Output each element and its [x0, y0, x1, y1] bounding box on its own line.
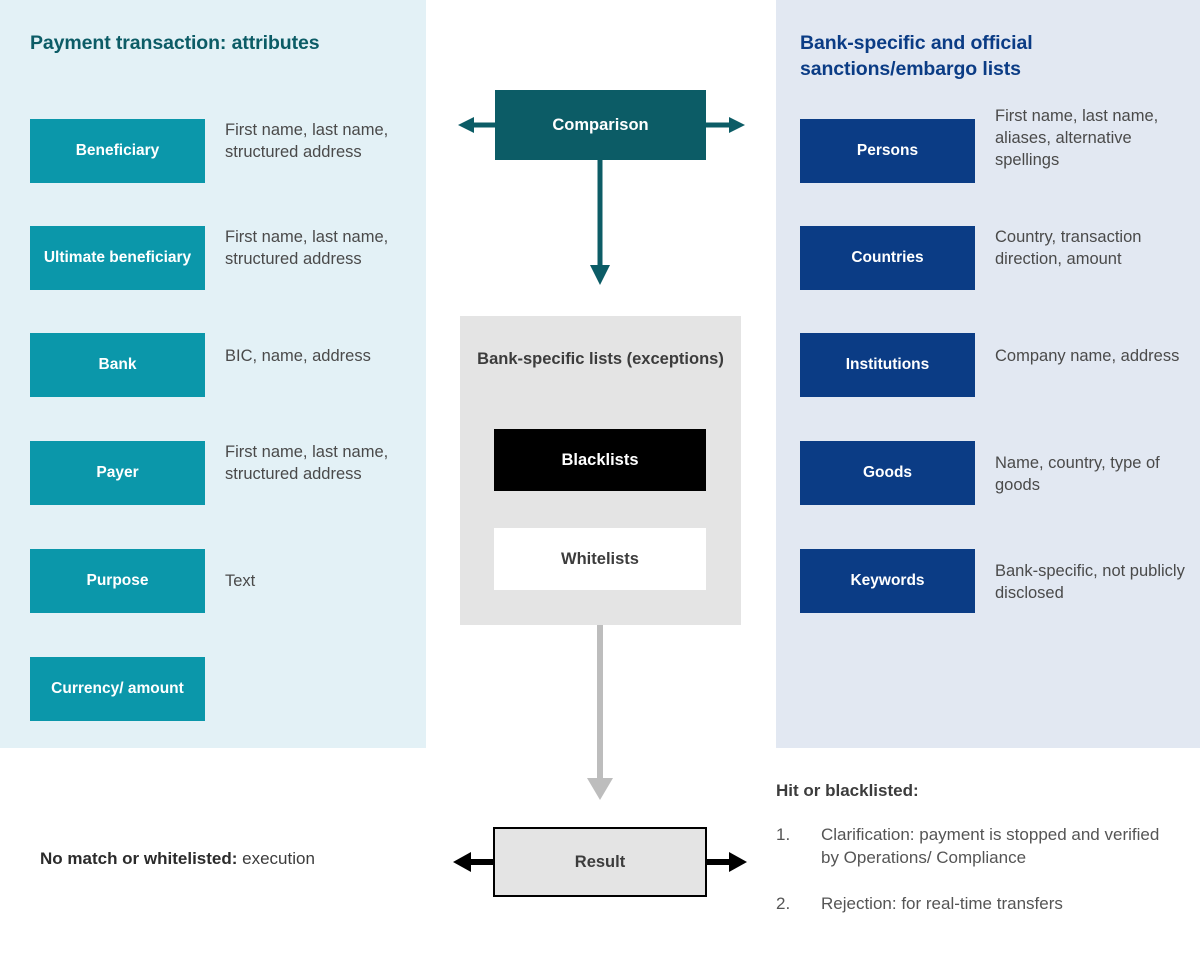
attribute-chip-beneficiary[interactable]: Beneficiary	[30, 119, 205, 183]
lists-to-result-arrow	[587, 625, 613, 800]
result-box[interactable]: Result	[493, 827, 707, 897]
list-chip-countries[interactable]: Countries	[800, 226, 975, 290]
list-chip-goods[interactable]: Goods	[800, 441, 975, 505]
right-panel-title: Bank-specific and official sanctions/emb…	[800, 32, 1033, 80]
payment-transaction-panel: Payment transaction: attributes Benefici…	[0, 0, 426, 748]
no-match-label: No match or whitelisted:	[40, 849, 238, 868]
bank-specific-lists-title: Bank-specific lists (exceptions)	[477, 350, 724, 368]
comparison-left-arrow	[458, 117, 495, 133]
hit-outcome-item: 1. Clarification: payment is stopped and…	[776, 823, 1176, 870]
hit-outcome-title: Hit or blacklisted:	[776, 781, 919, 800]
no-match-outcome: No match or whitelisted: execution	[40, 849, 440, 869]
list-desc-goods: Name, country, type of goods	[995, 454, 1160, 495]
comparison-right-arrow	[706, 117, 745, 133]
list-chip-persons[interactable]: Persons	[800, 119, 975, 183]
hit-outcome-item: 2. Rejection: for real-time transfers	[776, 892, 1176, 915]
blacklists-box[interactable]: Blacklists	[494, 429, 706, 491]
attribute-chip-bank[interactable]: Bank	[30, 333, 205, 397]
list-chip-keywords[interactable]: Keywords	[800, 549, 975, 613]
hit-item-text: Clarification: payment is stopped and ve…	[821, 825, 1160, 868]
hit-item-text: Rejection: for real-time transfers	[821, 893, 1063, 913]
comparison-down-arrow	[590, 160, 610, 285]
attribute-desc-ultimate-beneficiary: First name, last name, structured addres…	[225, 228, 389, 269]
list-desc-institutions: Company name, address	[995, 347, 1180, 365]
attribute-chip-currency-amount[interactable]: Currency/ amount	[30, 657, 205, 721]
hit-item-number: 2.	[776, 893, 791, 913]
list-desc-countries: Country, transaction direction, amount	[995, 228, 1142, 269]
hit-outcome-block: Hit or blacklisted: 1. Clarification: pa…	[776, 781, 1176, 937]
comparison-box[interactable]: Comparison	[495, 90, 706, 160]
hit-item-number: 1.	[776, 825, 791, 844]
attribute-desc-purpose: Text	[225, 572, 256, 590]
attribute-desc-payer: First name, last name, structured addres…	[225, 443, 389, 484]
attribute-desc-beneficiary: First name, last name, structured addres…	[225, 121, 389, 162]
whitelists-box[interactable]: Whitelists	[494, 528, 706, 590]
list-desc-keywords: Bank-specific, not publicly disclosed	[995, 562, 1185, 603]
list-chip-institutions[interactable]: Institutions	[800, 333, 975, 397]
result-right-arrow	[707, 852, 747, 872]
attribute-chip-ultimate-beneficiary[interactable]: Ultimate beneficiary	[30, 226, 205, 290]
left-panel-title: Payment transaction: attributes	[30, 32, 320, 54]
attribute-desc-bank: BIC, name, address	[225, 347, 371, 365]
attribute-chip-payer[interactable]: Payer	[30, 441, 205, 505]
list-desc-persons: First name, last name, aliases, alternat…	[995, 107, 1159, 170]
no-match-value: execution	[237, 849, 315, 868]
result-left-arrow	[453, 852, 493, 872]
attribute-chip-purpose[interactable]: Purpose	[30, 549, 205, 613]
